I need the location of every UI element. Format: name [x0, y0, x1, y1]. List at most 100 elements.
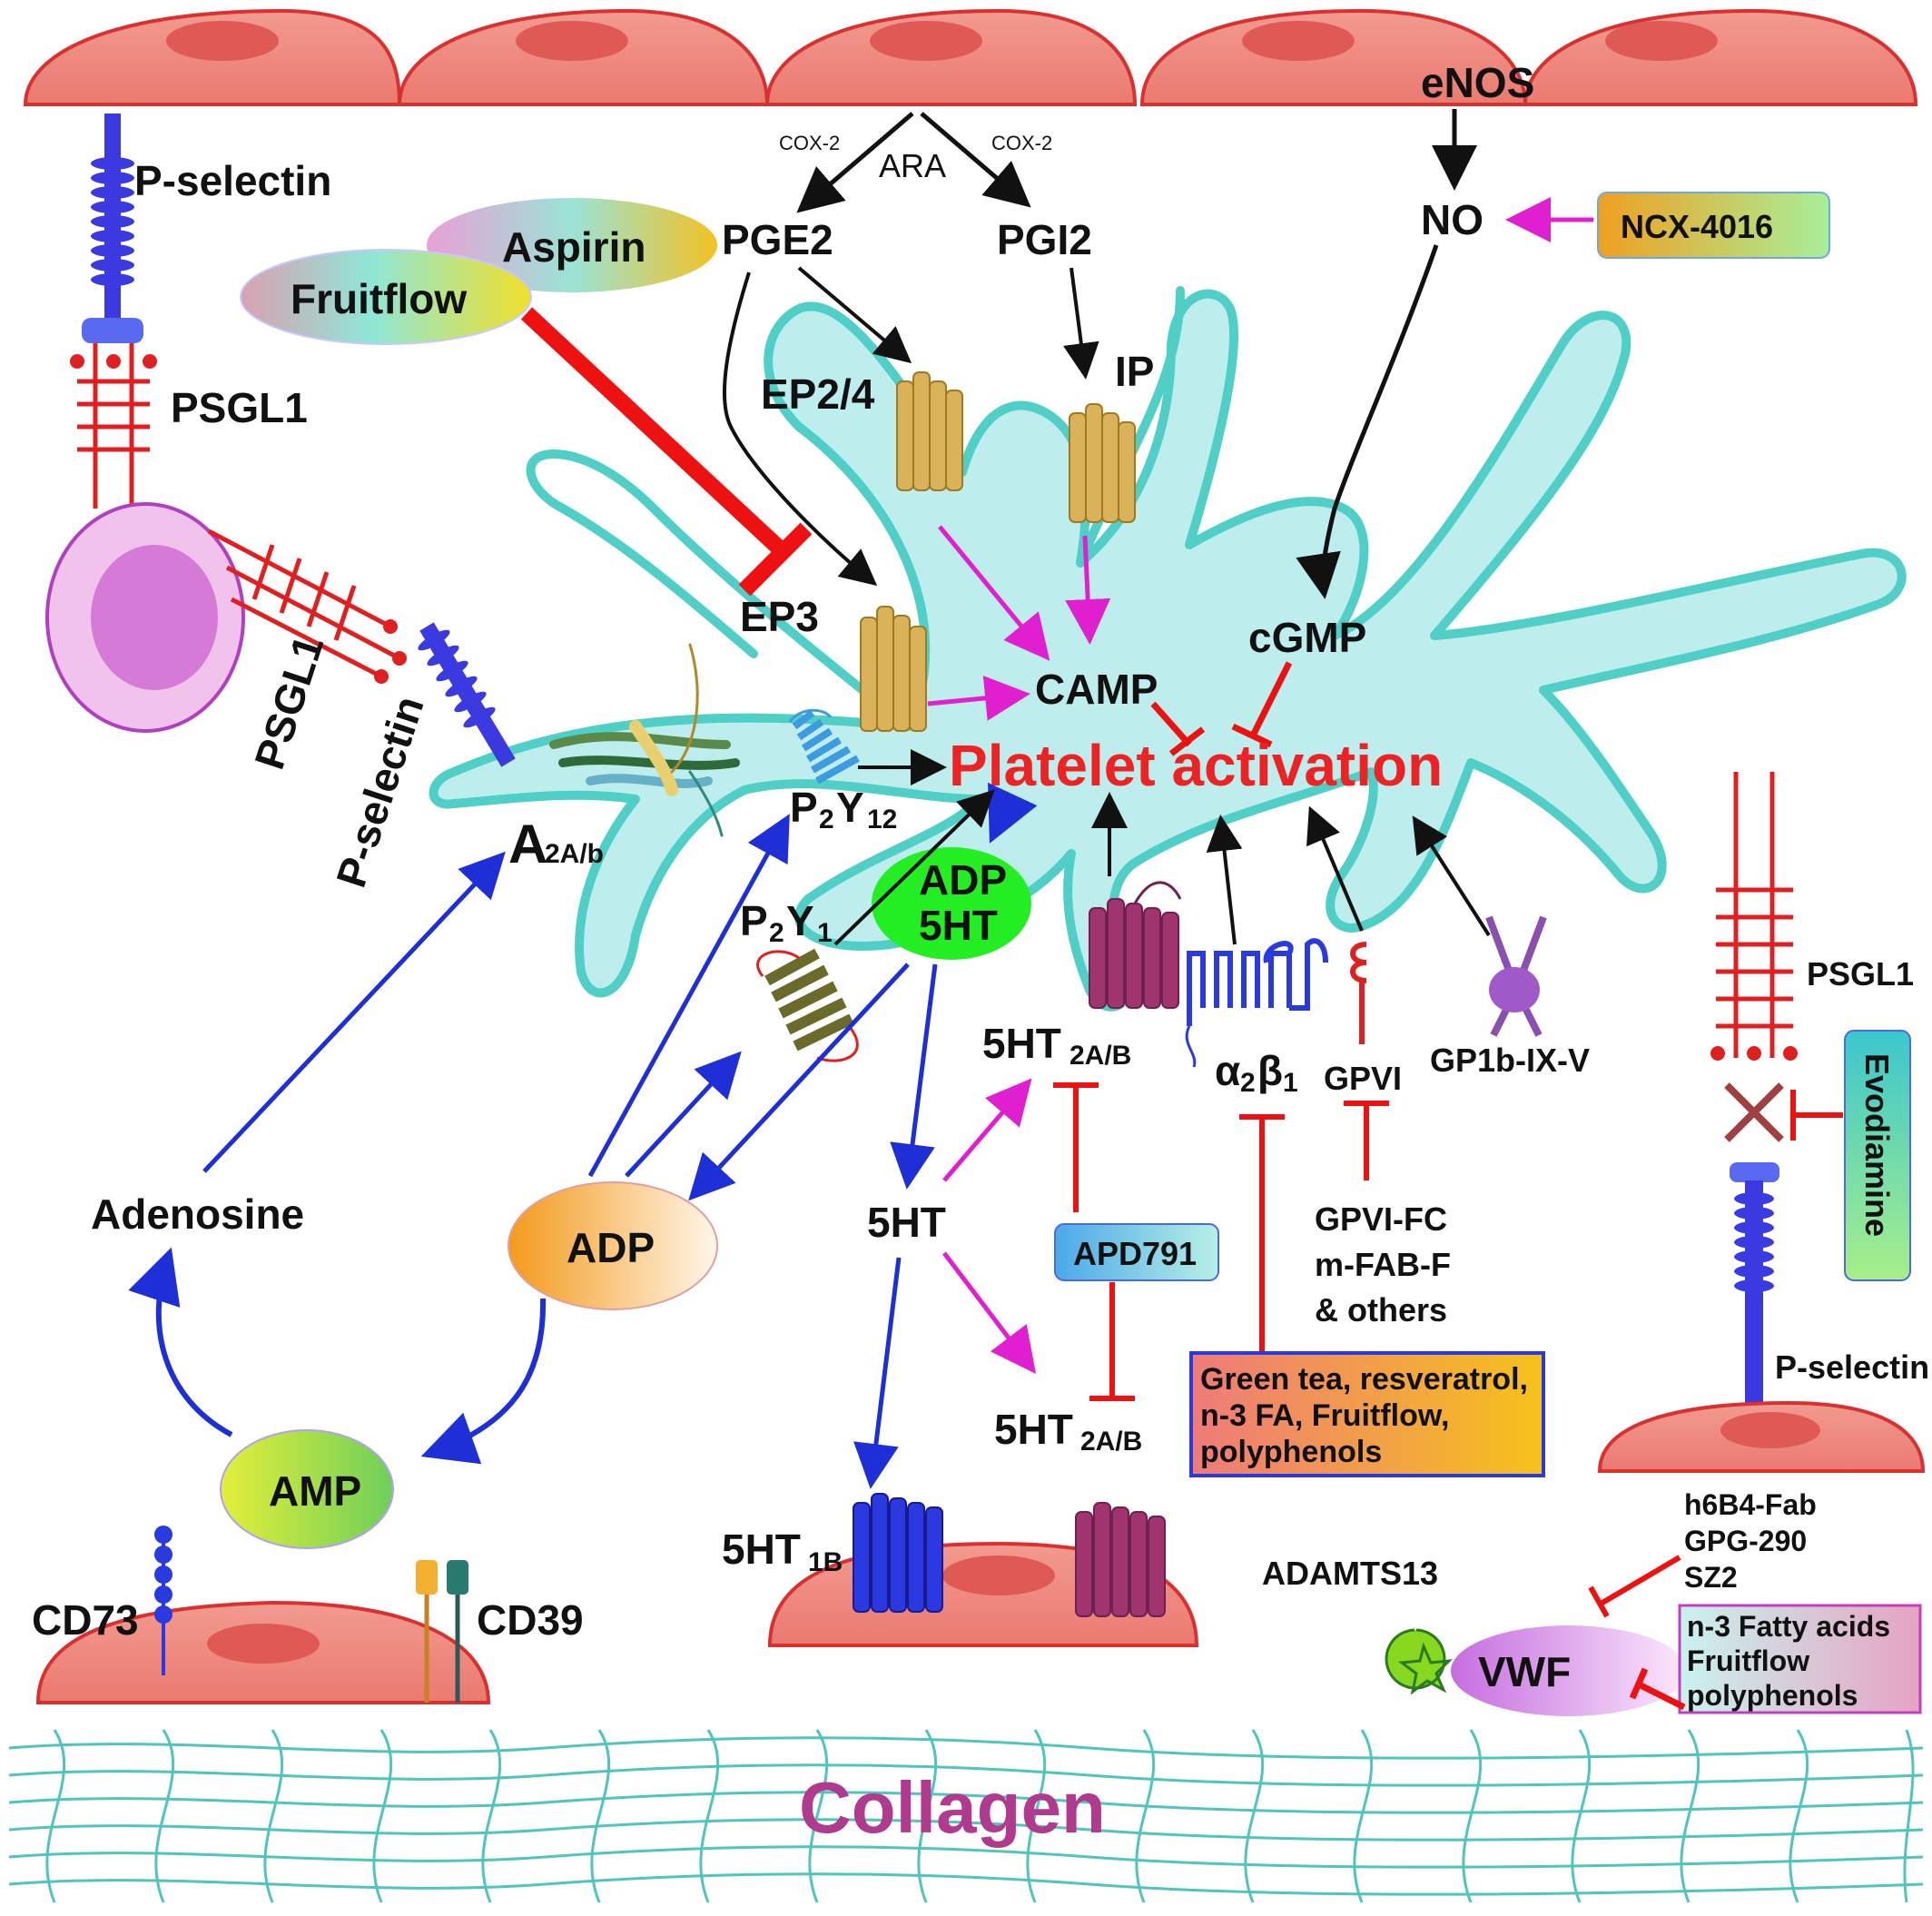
- arrow-ep24-camp: [938, 525, 1050, 661]
- green-tea-line-1: Green tea, resveratrol,: [1200, 1362, 1528, 1397]
- gpvi-receptor: [1350, 942, 1367, 1044]
- endothelium-top: [23, 8, 1918, 106]
- nucleus: [166, 21, 279, 61]
- ep3-label: EP3: [740, 593, 819, 640]
- platelet-activation-label: Platelet activation: [949, 733, 1443, 798]
- arrow-p2y1-activation: [833, 789, 995, 946]
- adp-5ht-oval: [872, 847, 1031, 960]
- n3-line-3: polyphenols: [1687, 1679, 1858, 1712]
- a2a-receptor: [549, 643, 740, 837]
- vwf-inhibition-lower: [1629, 1667, 1686, 1711]
- p2y1-1: 1: [817, 918, 833, 948]
- vwf-inhibition-upper: [1588, 1555, 1681, 1618]
- others-label: & others: [1315, 1291, 1447, 1328]
- n3-box: [1678, 1604, 1922, 1714]
- green-tea-line-2: n-3 FA, Fruitflow,: [1200, 1398, 1450, 1433]
- nucleus: [1605, 21, 1718, 61]
- ht1b-sub: 1B: [808, 1547, 843, 1577]
- ht2ab-lower-label: 5HT: [994, 1406, 1073, 1453]
- nucleus: [207, 1624, 320, 1664]
- p-selectin-top-group: P-selectin PSGL1: [70, 114, 331, 509]
- green-tea-box: [1189, 1351, 1545, 1477]
- ht2ab-receptor-upper: [1089, 898, 1179, 1009]
- ep3-receptor: [860, 606, 927, 732]
- p2y1-2: 2: [769, 918, 784, 948]
- 5ht-label: 5HT: [867, 1199, 946, 1246]
- p2y12-2: 2: [819, 805, 834, 835]
- p2y12-y: Y: [836, 784, 864, 831]
- p-selectin-right-label: P-selectin: [1775, 1348, 1929, 1386]
- gpg-label: GPG-290: [1684, 1525, 1807, 1557]
- arrow-ip-camp: [1065, 535, 1111, 645]
- amp-label: AMP: [269, 1467, 361, 1515]
- platelet: [429, 286, 1907, 1012]
- amp-oval: [220, 1429, 394, 1549]
- ep24-label: EP2/4: [761, 370, 875, 418]
- collagen-label: Collagen: [799, 1767, 1106, 1848]
- nucleus: [1720, 1412, 1820, 1448]
- vwf-oval: [1451, 1625, 1687, 1716]
- cd73-label: CD73: [32, 1596, 139, 1644]
- psgl1-right-label: PSGL1: [1807, 955, 1914, 993]
- p2y12-p: P: [790, 784, 818, 831]
- ht2ab-upper-sub: 2A/B: [1070, 1041, 1131, 1071]
- arrow-gp1b-activation: [1412, 815, 1491, 937]
- m-fab-label: m-FAB-F: [1315, 1246, 1451, 1283]
- n3-line-1: n-3 Fatty acids: [1687, 1610, 1890, 1643]
- ht2ab-lower-sub: 2A/B: [1080, 1427, 1142, 1457]
- camp-label: CAMP: [1035, 666, 1158, 713]
- a2b1-sub2: 1: [1283, 1068, 1298, 1098]
- gpvi-fc-label: GPVI-FC: [1315, 1200, 1447, 1238]
- endothelial-cell: [1139, 8, 1528, 106]
- nucleus: [942, 1556, 1055, 1595]
- gp1b-receptor: [1485, 915, 1547, 1037]
- h6b4-label: h6B4-Fab: [1684, 1488, 1817, 1521]
- cox2-label-left: COX-2: [779, 132, 840, 154]
- ht2ab-upper-label: 5HT: [982, 1020, 1061, 1067]
- arrow-5ht-ht2ab-lower: [942, 1251, 1037, 1374]
- block-cross: [1724, 1082, 1784, 1142]
- p2y12-receptor: [788, 708, 860, 785]
- ht1b-receptor: [853, 1493, 943, 1613]
- endothelial-cell: [1523, 8, 1918, 106]
- cd39-molecule: [416, 1560, 468, 1703]
- arrow-ara-pgi2: [920, 112, 1031, 208]
- ht2ab-receptor-lower: [1075, 1502, 1166, 1617]
- enos-label: eNOS: [1421, 59, 1534, 106]
- p-selectin-label-top: P-selectin: [134, 157, 331, 204]
- pgi2-label: PGI2: [997, 216, 1092, 263]
- evodiamine-label: Evodiamine: [1858, 1053, 1896, 1237]
- arrow-pgi2-ip: [1063, 267, 1099, 380]
- a2b1-beta: β: [1257, 1047, 1283, 1094]
- arrow-no-cgmp: [1296, 244, 1439, 599]
- fruitflow-oval: [240, 249, 532, 345]
- ara-label: ARA: [879, 147, 946, 184]
- adamts13-label: ADAMTS13: [1262, 1555, 1438, 1592]
- ht1b-label: 5HT: [722, 1526, 801, 1573]
- psgl1-label-rotated: PSGL1: [245, 630, 332, 775]
- leukocyte-nucleus: [91, 545, 218, 690]
- ncx-box: [1597, 192, 1830, 259]
- a2a-label: A: [508, 814, 547, 874]
- ip-label: IP: [1115, 348, 1154, 395]
- adp-5ht-label-1: ADP: [919, 856, 1007, 904]
- p2y1-receptor: [756, 948, 859, 1062]
- a2b1-inhibition: [1239, 1114, 1285, 1353]
- arrow-5ht-ht2ab-upper: [942, 1078, 1032, 1182]
- evodiamine-box: [1844, 1030, 1911, 1281]
- arrow-amp-adenosine: [128, 1247, 233, 1437]
- adp-5ht-label-2: 5HT: [919, 902, 998, 949]
- platelet-body: [429, 289, 1907, 1012]
- psgl1-right-group: PSGL1 Evodiamine P-selectin: [1597, 772, 1929, 1473]
- arrow-ara-pge2: [796, 112, 914, 213]
- cox2-label-right: COX-2: [991, 132, 1052, 154]
- cgmp-inhibition: [1231, 661, 1293, 748]
- arrow-adp5ht-adp: [688, 963, 910, 1201]
- arrow-gpvi-activation: [1306, 805, 1364, 932]
- nucleus: [1242, 21, 1355, 61]
- p2y1-p: P: [740, 897, 768, 944]
- cgmp-label: cGMP: [1248, 614, 1366, 661]
- fruitflow-inhibition-bar: [738, 522, 813, 597]
- collagen-matrix: [8, 1729, 1924, 1903]
